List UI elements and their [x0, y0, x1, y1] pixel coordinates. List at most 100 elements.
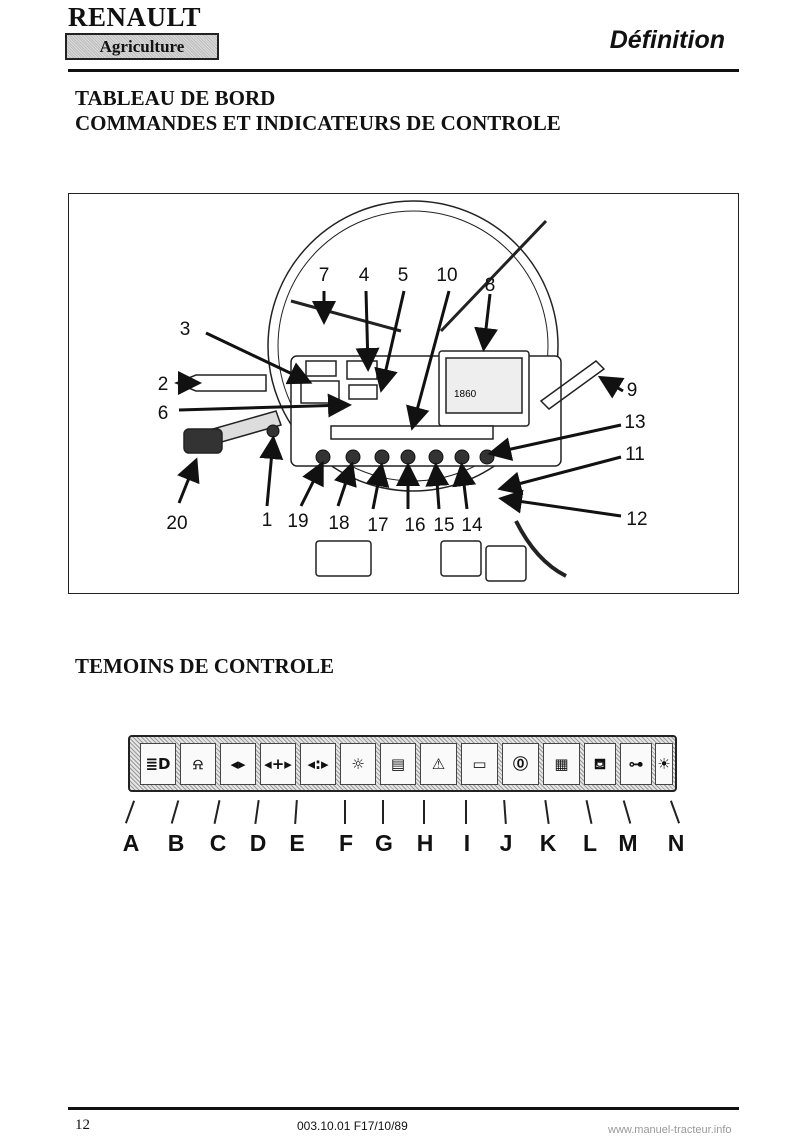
indicator-letter-g: G	[375, 830, 393, 856]
indicators-title: TEMOINS DE CONTROLE	[75, 654, 335, 678]
indicator-letter-f: F	[338, 830, 354, 856]
switch-14	[454, 449, 470, 465]
battery-charge-icon: ▭	[472, 755, 487, 773]
brand-logo: RENAULT	[68, 2, 202, 32]
indicator-cell-l: ⛾	[584, 743, 616, 785]
indicator-cell-g: ▤	[380, 743, 416, 785]
indicator-cell-m: ⊶	[620, 743, 652, 785]
leader-line	[382, 800, 384, 824]
indicator-letter-k: K	[539, 830, 557, 856]
callout-18: 18	[328, 513, 349, 534]
steering-wheel	[267, 200, 559, 492]
indicator-letter-b: B	[167, 830, 185, 856]
callout-3: 3	[180, 319, 191, 340]
turn-signal-trailer-2-icon: ◂:▸	[307, 755, 329, 773]
indicator-cell-k: ▦	[543, 743, 580, 785]
turn-signal-trailer-1-icon: ◂+▸	[264, 755, 292, 773]
indicator-cell-f: ☼	[340, 743, 376, 785]
leader-line	[503, 799, 507, 825]
page-title-line2: COMMANDES ET INDICATEURS DE CONTROLE	[75, 111, 561, 135]
callout-5: 5	[398, 265, 409, 286]
headlight-main-beam-icon: ≣D	[145, 755, 171, 773]
indicator-cell-e: ◂:▸	[300, 743, 336, 785]
switch-13	[479, 449, 495, 465]
indicator-letter-c: C	[209, 830, 227, 856]
page-number: 12	[75, 1117, 90, 1133]
indicator-letter-a: A	[122, 830, 140, 856]
leader-line	[465, 800, 467, 824]
indicator-letter-n: N	[667, 830, 685, 856]
callout-13: 13	[624, 412, 645, 433]
callout-14: 14	[461, 515, 483, 536]
leader-line	[423, 800, 425, 824]
indicator-letter-h: H	[416, 830, 434, 856]
engine-oil-pressure-icon: ⛾	[593, 755, 607, 773]
warning-lights-panel: ≣D ⍾ ◂▸ ◂+▸ ◂:▸ ☼ ▤ ⚠ ▭ ⓪ ▦ ⛾ ⊶ ☀	[128, 735, 677, 792]
callout-12: 12	[626, 509, 647, 530]
callout-9: 9	[627, 380, 638, 401]
performance-monitor-reading: 1860	[454, 389, 477, 400]
callout-17: 17	[367, 515, 388, 536]
indicator-cell-j: ⓪	[502, 743, 539, 785]
fuel-filter-icon: ▤	[390, 755, 406, 773]
callout-4: 4	[359, 265, 370, 286]
callout-20: 20	[166, 513, 187, 534]
clutch-pedal	[315, 540, 372, 577]
leader-line	[344, 800, 346, 824]
indicator-letter-e: E	[289, 830, 305, 856]
callout-8: 8	[485, 275, 496, 296]
indicator-cell-h: ⚠	[420, 743, 457, 785]
preheating-icon: ☼	[351, 755, 365, 773]
callout-19: 19	[287, 511, 308, 532]
indicator-cell-c: ◂▸	[220, 743, 256, 785]
reverser-lever	[539, 360, 606, 410]
indicator-letter-j: J	[499, 830, 513, 856]
leader-line	[669, 800, 681, 824]
parking-brake-icon: ⓪	[512, 755, 528, 773]
dashboard-illustration: 1860	[158, 200, 648, 582]
callout-15: 15	[433, 515, 454, 536]
switch-15	[428, 449, 444, 465]
leader-line	[254, 799, 260, 825]
page-title-line1: TABLEAU DE BORD	[75, 86, 276, 110]
indicator-cell-n: ☀	[655, 743, 673, 785]
indicator-cell-d: ◂+▸	[260, 743, 296, 785]
header-divider	[68, 69, 739, 72]
indicator-letter-d: D	[249, 830, 267, 856]
callout-7: 7	[319, 265, 330, 286]
leader-line	[124, 800, 136, 824]
leader-line	[585, 800, 593, 824]
indicator-letter-i: I	[463, 830, 471, 856]
hazard-warning-icon: ⚠	[431, 755, 446, 773]
leader-line	[213, 800, 221, 824]
indicator-strip-small	[330, 425, 494, 440]
website-watermark: www.manuel-tracteur.info	[608, 1124, 732, 1136]
callout-16: 16	[404, 515, 425, 536]
division-badge: Agriculture	[65, 33, 219, 60]
section-title: Définition	[609, 26, 725, 54]
leader-line	[294, 799, 298, 825]
brake-pedal-left	[440, 540, 482, 577]
switch-19	[315, 449, 331, 465]
switch-17	[374, 449, 390, 465]
indicator-cell-a: ≣D	[140, 743, 176, 785]
footer-divider	[68, 1107, 739, 1110]
indicator-letter-l: L	[582, 830, 598, 856]
indicator-letter-m: M	[618, 830, 638, 856]
callout-6: 6	[158, 403, 169, 424]
turn-signal-tractor-icon: ◂▸	[230, 755, 246, 773]
callout-11: 11	[625, 444, 645, 465]
indicator-cell-i: ▭	[461, 743, 498, 785]
brake-pedal-right	[485, 545, 527, 582]
switch-16	[400, 449, 416, 465]
four-wheel-drive-icon: ⊶	[628, 755, 644, 773]
transmission-oil-icon: ☀	[657, 755, 671, 773]
leader-line	[544, 799, 550, 825]
rotating-beacon-icon: ⍾	[193, 755, 203, 773]
callout-10: 10	[436, 265, 457, 286]
callout-2: 2	[158, 374, 169, 395]
leader-line	[170, 800, 180, 824]
dashboard-diagram: 1860	[68, 193, 739, 594]
document-reference: 003.10.01 F17/10/89	[297, 1119, 408, 1133]
callout-1: 1	[262, 510, 273, 531]
